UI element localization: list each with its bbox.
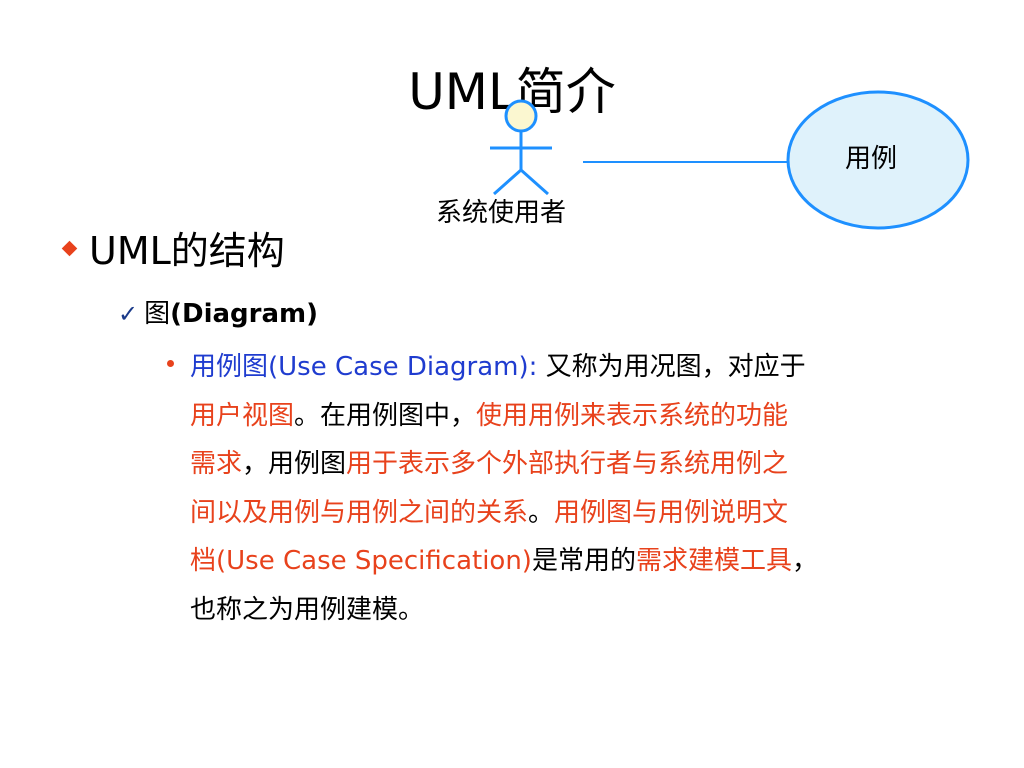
usecase-label: 用例: [845, 144, 898, 174]
para-highlight: 需求: [190, 449, 243, 479]
para-highlight: 用于表示多个外部执行者与系统用例之: [346, 449, 789, 479]
para-text: 又称为用况图，对应于: [537, 352, 806, 382]
bullet-level1: UML的结构: [61, 220, 285, 275]
description-paragraph: 用例图(Use Case Diagram): 又称为用况图，对应于 用户视图。在…: [190, 343, 990, 634]
para-line-2: 用户视图。在用例图中，使用用例来表示系统的功能: [190, 392, 990, 441]
para-line-1: 用例图(Use Case Diagram): 又称为用况图，对应于: [190, 343, 990, 392]
para-highlight: 需求建模工具: [635, 546, 792, 576]
para-text: ，用例图: [242, 449, 347, 479]
checkmark-icon: ✓: [118, 300, 139, 328]
para-highlight: 使用用例来表示系统的功能: [476, 400, 789, 431]
bullet-level1-text: UML的结构: [89, 229, 285, 273]
para-text: 也称之为用例建模。: [190, 594, 425, 625]
bullet-level2: ✓ 图 (Diagram): [118, 293, 318, 330]
para-highlight: 用例图与用例说明文: [554, 497, 789, 528]
para-highlight: 档(Use Case Specification): [190, 546, 532, 576]
para-text: ，: [791, 546, 818, 576]
para-term: 用例图(Use Case Diagram):: [190, 352, 538, 382]
bullet-level2-prefix: 图: [144, 299, 171, 329]
para-line-4: 间以及用例与用例之间的关系。用例图与用例说明文: [190, 489, 990, 538]
para-highlight: 用户视图: [190, 400, 295, 431]
slide-title: UML简介: [408, 63, 616, 121]
para-line-3: 需求，用例图用于表示多个外部执行者与系统用例之: [190, 440, 990, 489]
actor-label: 系统使用者: [436, 198, 567, 228]
dot-bullet-icon: [167, 360, 174, 367]
para-line-5: 档(Use Case Specification)是常用的需求建模工具，: [190, 537, 990, 586]
diamond-bullet-icon: [61, 240, 78, 257]
para-text: 。在用例图中，: [294, 400, 477, 431]
para-text: 是常用的: [531, 546, 636, 576]
para-highlight: 间以及用例与用例之间的关系: [190, 497, 529, 528]
bullet-level2-suffix: (Diagram): [170, 299, 318, 329]
para-line-6: 也称之为用例建模。: [190, 586, 990, 635]
para-text: 。: [528, 497, 555, 528]
